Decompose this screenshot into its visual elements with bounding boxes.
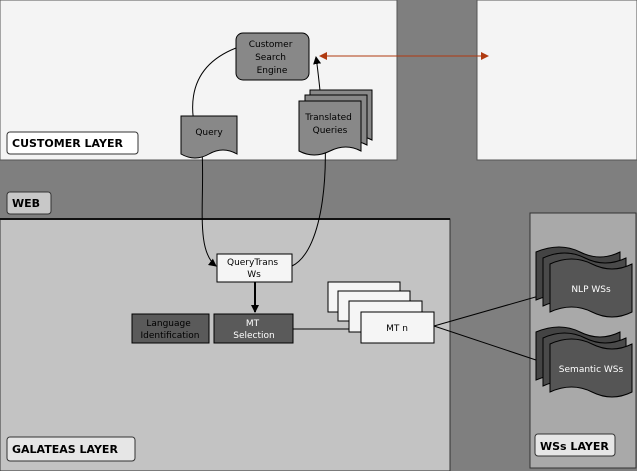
query-document-shape xyxy=(180,115,238,159)
customer-search-engine-box xyxy=(235,32,310,81)
mt-selection-box xyxy=(213,313,294,344)
querytrans-ws-label: QueryTrans Ws xyxy=(227,258,281,280)
mt-selection-label: MT Selection xyxy=(233,319,274,341)
customer-search-engine-label: Customer Search Engine xyxy=(249,40,296,76)
querytrans-ws-box xyxy=(216,253,293,283)
web-label: WEB xyxy=(12,197,40,210)
translated-queries-doc-1 xyxy=(298,100,362,156)
wss-layer-label: WSs LAYER xyxy=(540,440,609,453)
semantic-wss-doc-1 xyxy=(549,338,633,398)
nlp-wss-label: NLP WSs xyxy=(571,285,611,295)
wss-layer-label-box xyxy=(534,433,616,457)
customer-layer-label-box xyxy=(6,131,139,155)
galateas-layer-label-box xyxy=(6,436,136,462)
semantic-wss-label: Semantic WSs xyxy=(559,365,624,375)
galateas-layer-label: GALATEAS LAYER xyxy=(12,443,118,456)
language-identification-label: Language Identification xyxy=(140,319,199,341)
nlp-wss-doc-1 xyxy=(549,258,633,318)
query-label: Query xyxy=(195,128,223,138)
mt-n-box xyxy=(360,311,435,344)
translated-queries-label: Translated Queries xyxy=(304,113,354,136)
language-identification-box xyxy=(131,313,210,344)
mt-n-label: MT n xyxy=(386,324,408,334)
customer-layer-panel-right xyxy=(476,0,637,161)
web-label-box xyxy=(6,191,52,215)
customer-layer-label: CUSTOMER LAYER xyxy=(12,137,123,150)
